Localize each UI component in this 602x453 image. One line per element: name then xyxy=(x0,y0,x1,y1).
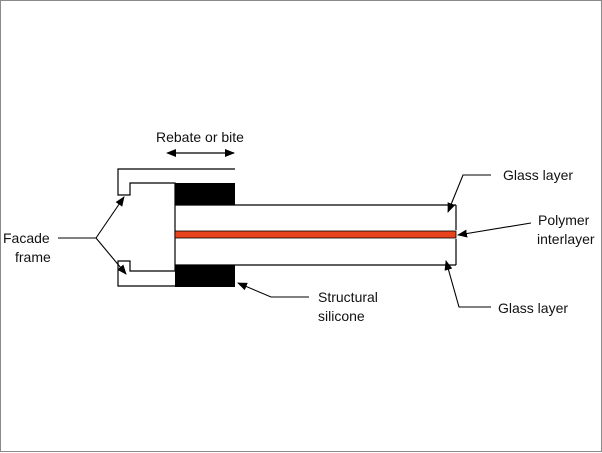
polymer-interlayer xyxy=(174,230,457,239)
facade-leader-upper xyxy=(95,196,125,239)
structural-silicone-bottom xyxy=(175,265,235,287)
polymer-label-line1: Polymer xyxy=(538,212,590,228)
facade-label-line2: frame xyxy=(15,249,51,265)
polymer-leader xyxy=(457,222,532,238)
silicone-label-line1: Structural xyxy=(318,289,378,305)
silicone-label-line2: silicone xyxy=(318,308,365,324)
silicone-leader xyxy=(237,282,309,298)
structural-silicone-top xyxy=(175,183,235,205)
glass-bottom-label: Glass layer xyxy=(498,300,568,316)
glass-top-leader xyxy=(447,174,491,213)
glass-top-label: Glass layer xyxy=(503,167,573,183)
glass-layer-bottom xyxy=(175,239,457,266)
polymer-label-line2: interlayer xyxy=(537,231,595,247)
facade-label-line1: Facade xyxy=(3,230,50,246)
rebate-label: Rebate or bite xyxy=(156,129,244,145)
glass-bottom-leader xyxy=(444,260,491,308)
glass-layer-top xyxy=(175,204,457,230)
facade-leader-lower xyxy=(95,237,127,275)
